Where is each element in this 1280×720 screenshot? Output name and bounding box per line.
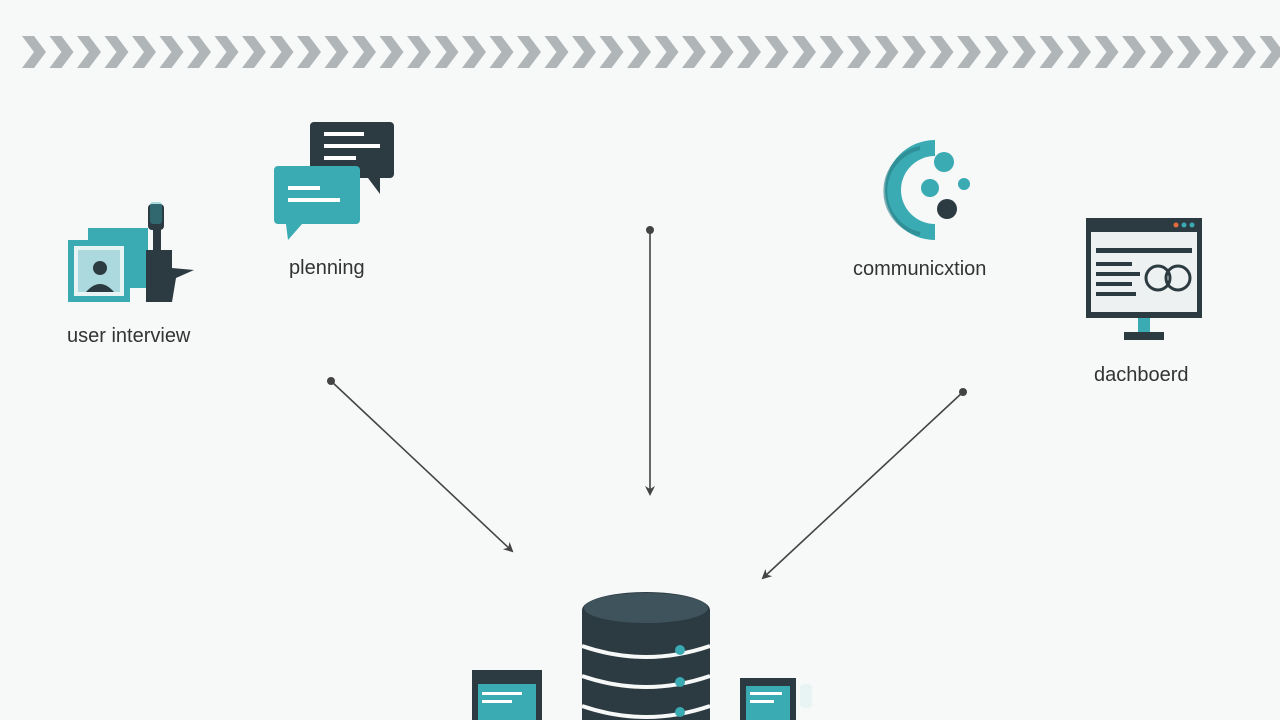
chevron-mark: [929, 36, 954, 68]
chevron-mark: [214, 36, 239, 68]
chevron-mark: [792, 36, 816, 68]
database-server-icon: [472, 592, 812, 720]
chevron-mark: [489, 36, 514, 68]
chevron-mark: [187, 36, 211, 68]
chevron-mark: [1232, 36, 1256, 68]
chevron-mark: [517, 36, 541, 68]
chevron-mark: [352, 36, 376, 68]
chevron-mark: [324, 36, 349, 68]
arrow-communication-to-database: [761, 388, 967, 580]
chevron-mark: [627, 36, 651, 68]
chevron-mark: [957, 36, 981, 68]
chevron-mark: [764, 36, 789, 68]
chevron-mark: [297, 36, 321, 68]
chevron-mark: [874, 36, 899, 68]
chevron-mark: [1039, 36, 1064, 68]
chevron-mark: [847, 36, 871, 68]
chevron-mark: [1122, 36, 1146, 68]
video-interview-icon: [68, 202, 194, 302]
chevron-mark: [462, 36, 486, 68]
chevron-mark: [1067, 36, 1091, 68]
chevron-mark: [1149, 36, 1174, 68]
arrow-planning-to-database: [327, 377, 514, 553]
chevron-mark: [709, 36, 734, 68]
chevron-mark: [269, 36, 294, 68]
chevron-mark: [984, 36, 1009, 68]
chevron-mark: [599, 36, 624, 68]
chevron-mark: [407, 36, 431, 68]
chevron-mark: [1259, 36, 1280, 68]
chevron-mark: [544, 36, 569, 68]
chevron-mark: [1204, 36, 1229, 68]
chevron-mark: [654, 36, 679, 68]
label-planning: plenning: [289, 257, 365, 279]
chevron-mark: [682, 36, 706, 68]
left-screen-icon: [472, 670, 542, 720]
database-stack: [581, 592, 711, 720]
chevron-strip: [22, 36, 1280, 68]
chevron-mark: [49, 36, 74, 68]
chevron-mark: [132, 36, 156, 68]
right-screen-icon: [740, 678, 812, 720]
label-user-interview: user interview: [67, 325, 191, 347]
chevron-mark: [104, 36, 129, 68]
chevron-group: [22, 36, 1280, 68]
chat-bubbles-icon: [274, 122, 394, 240]
chevron-mark: [434, 36, 459, 68]
chevron-mark: [902, 36, 926, 68]
chevron-mark: [572, 36, 596, 68]
arrow-top-to-database: [645, 226, 655, 496]
monitor-dashboard-icon: [1086, 218, 1202, 340]
label-communication: communicxtion: [853, 258, 987, 280]
chevron-mark: [737, 36, 761, 68]
chevron-mark: [22, 36, 46, 68]
chevron-mark: [1012, 36, 1036, 68]
communication-icon: [883, 140, 970, 240]
chevron-mark: [1094, 36, 1119, 68]
chevron-mark: [159, 36, 184, 68]
chevron-mark: [77, 36, 101, 68]
chevron-mark: [379, 36, 404, 68]
label-dashboard: dachboerd: [1094, 364, 1189, 386]
chevron-mark: [819, 36, 844, 68]
chevron-mark: [1177, 36, 1201, 68]
chevron-mark: [242, 36, 266, 68]
